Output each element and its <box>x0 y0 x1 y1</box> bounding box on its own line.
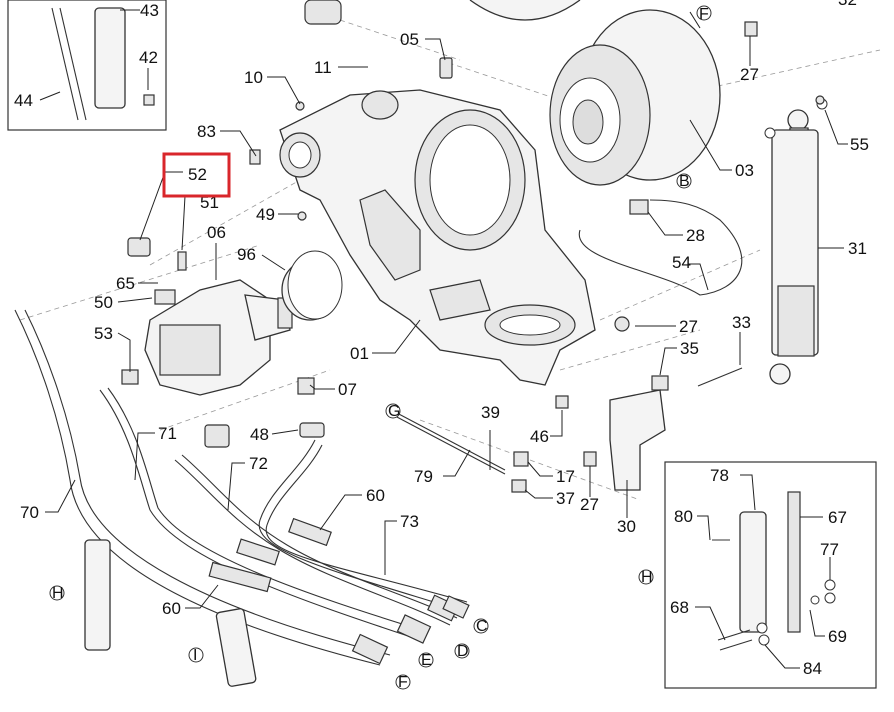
label-39: 39 <box>481 403 500 422</box>
label-73: 73 <box>400 512 419 531</box>
label-96: 96 <box>237 245 256 264</box>
label-50: 50 <box>94 293 113 312</box>
marker-H-right: H <box>641 569 653 586</box>
marker-F-bottom: F <box>398 674 408 691</box>
label-27-mid: 27 <box>679 317 698 336</box>
part-labels: 43 42 44 05 11 10 83 49 51 06 96 65 50 5… <box>14 0 869 678</box>
small-parts <box>121 21 825 493</box>
label-06: 06 <box>207 223 226 242</box>
label-48: 48 <box>250 425 269 444</box>
label-43: 43 <box>140 1 159 20</box>
label-28: 28 <box>686 226 705 245</box>
label-54: 54 <box>672 253 691 272</box>
label-55: 55 <box>850 135 869 154</box>
label-05: 05 <box>400 30 419 49</box>
inset-box-bottom-right <box>664 461 877 689</box>
clamp-blocks <box>51 7 836 687</box>
leader-lines <box>39 9 848 669</box>
label-79: 79 <box>414 467 433 486</box>
label-70: 70 <box>20 503 39 522</box>
label-80: 80 <box>674 507 693 526</box>
label-01: 01 <box>350 344 369 363</box>
label-27-top: 27 <box>740 65 759 84</box>
label-32: 32 <box>838 0 857 9</box>
label-78: 78 <box>710 466 729 485</box>
label-31: 31 <box>848 239 867 258</box>
label-44: 44 <box>14 91 33 110</box>
marker-H-left: H <box>52 585 64 602</box>
label-67: 67 <box>828 508 847 527</box>
marker-I: I <box>193 647 197 664</box>
label-72: 72 <box>249 454 268 473</box>
label-60-top: 60 <box>366 486 385 505</box>
swing-arm-part <box>279 89 596 386</box>
label-77: 77 <box>820 540 839 559</box>
wheel-hub-part <box>304 0 721 186</box>
shock-absorber-part <box>764 98 828 385</box>
construction-lines <box>19 19 881 501</box>
label-68: 68 <box>670 598 689 617</box>
letter-markers: F B G C D E F H H I <box>49 5 712 691</box>
marker-E: E <box>421 652 432 669</box>
label-17: 17 <box>556 467 575 486</box>
label-11: 11 <box>314 58 332 77</box>
marker-D: D <box>457 643 469 660</box>
label-52: 52 <box>188 165 207 184</box>
label-03: 03 <box>735 161 754 180</box>
label-83: 83 <box>197 122 216 141</box>
label-46: 46 <box>530 427 549 446</box>
label-35: 35 <box>680 339 699 358</box>
label-33: 33 <box>732 313 751 332</box>
label-49: 49 <box>256 205 275 224</box>
marker-B: B <box>679 173 690 190</box>
label-07: 07 <box>338 380 357 399</box>
label-27-bottom: 27 <box>580 495 599 514</box>
label-10: 10 <box>244 68 263 87</box>
marker-C: C <box>476 618 488 635</box>
label-42: 42 <box>139 48 158 67</box>
marker-G: G <box>388 403 400 420</box>
inset-box-top-left <box>7 0 167 131</box>
highlight-box <box>162 152 231 198</box>
marker-F-top: F <box>699 6 709 23</box>
label-69: 69 <box>828 627 847 646</box>
label-84: 84 <box>803 659 822 678</box>
label-30: 30 <box>617 517 636 536</box>
highlighted-callout-52[interactable]: 52 <box>162 152 231 198</box>
label-71: 71 <box>158 424 177 443</box>
label-51: 51 <box>200 193 219 212</box>
label-60-bottom: 60 <box>162 599 181 618</box>
label-53: 53 <box>94 324 113 343</box>
label-65: 65 <box>116 274 135 293</box>
label-37: 37 <box>556 489 575 508</box>
hoses <box>14 199 743 666</box>
